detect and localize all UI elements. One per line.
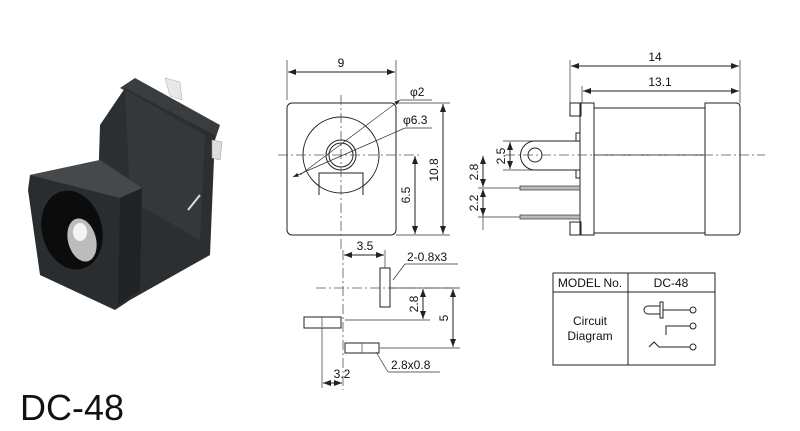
product-photo: [28, 77, 223, 310]
dim-pin-spacing-2: 2.2: [467, 194, 481, 211]
dim-slot-size: 2-0.8x3: [407, 250, 447, 264]
dim-offset-y1: 2.8: [407, 295, 421, 312]
dim-center-height: 6.5: [399, 186, 413, 203]
dim-pin-spacing-1: 2.8: [467, 163, 481, 180]
dim-offset-x: 3.5: [357, 239, 374, 253]
pcb-footprint: 3.5 2-0.8x3 2.8 5 3.2 2.8x0.8: [303, 239, 460, 390]
dim-height: 10.8: [427, 158, 441, 182]
table-row-label-circuit: Circuit: [573, 314, 608, 328]
dim-offset-y2: 5: [437, 314, 451, 321]
dim-width: 9: [338, 56, 345, 70]
dim-body-length: 13.1: [648, 75, 672, 89]
model-table: MODEL No. DC-48 Circuit Diagram: [552, 272, 716, 366]
dim-pad-size: 2.8x0.8: [391, 358, 431, 372]
dim-offset-x2: 3.2: [334, 367, 351, 381]
table-model-value: DC-48: [654, 276, 689, 290]
table-header-label: MODEL No.: [558, 276, 622, 290]
dim-hole-diameter: φ6.3: [403, 113, 428, 127]
page-title: DC-48: [20, 387, 124, 428]
table-row-label-diagram: Diagram: [567, 329, 612, 343]
circuit-symbol: [643, 301, 697, 351]
front-view: 9 φ2 φ6.3 10.8 6.5: [278, 56, 450, 252]
dim-pin-diameter: φ2: [410, 85, 425, 99]
dim-lug-height: 2.5: [494, 147, 508, 164]
dim-overall-length: 14: [648, 50, 662, 64]
side-view: 14 13.1 2.5 2.8 2.2: [467, 50, 765, 236]
